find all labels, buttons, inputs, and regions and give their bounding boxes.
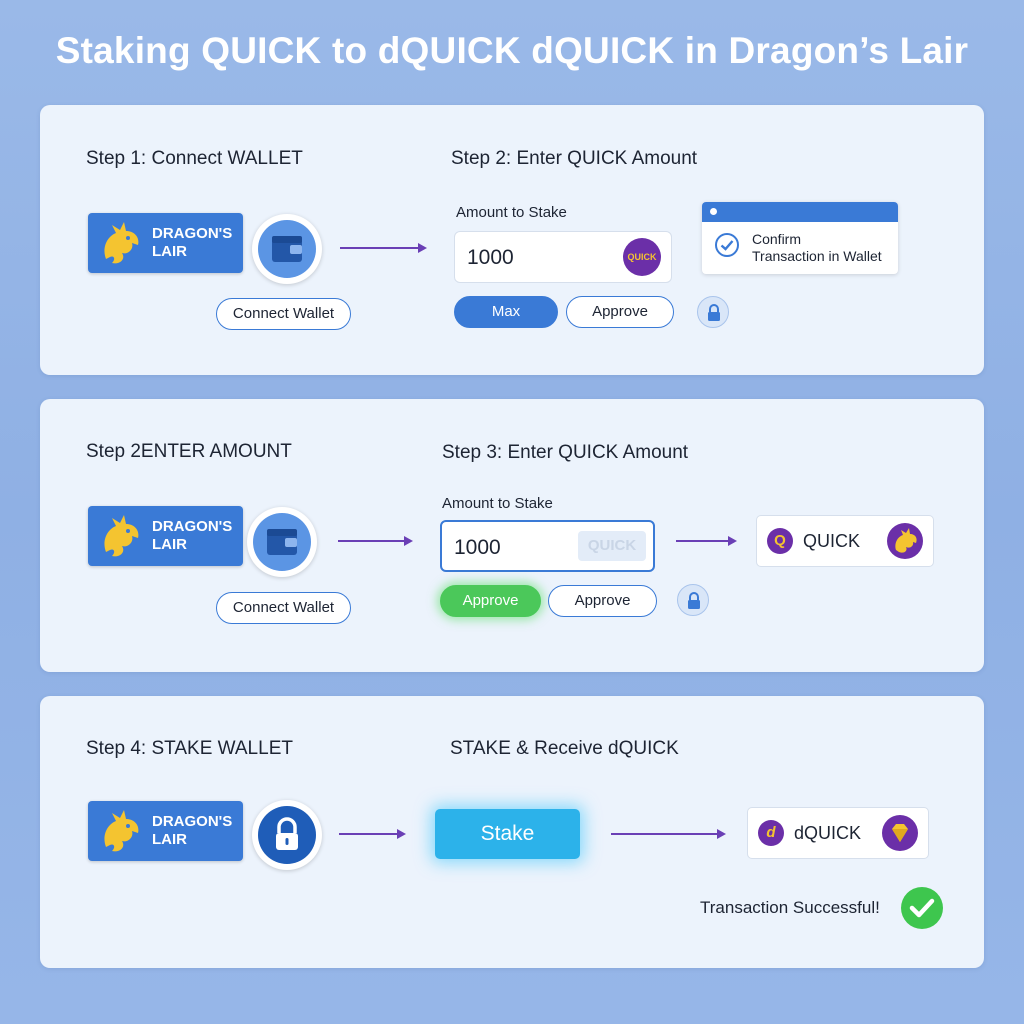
- wallet-button[interactable]: [247, 507, 317, 577]
- success-check-icon: [901, 887, 943, 929]
- dragon-token-icon: [887, 523, 923, 559]
- dragons-lair-logo: DRAGON'S LAIR: [88, 801, 243, 861]
- quick-token-tag: QUICK: [578, 531, 646, 561]
- step-2-heading: Step 2: Enter QUICK Amount: [451, 148, 698, 169]
- dquick-token-card: d dQUICK: [747, 807, 929, 859]
- token-name: dQUICK: [794, 823, 862, 843]
- amount-label: Amount to Stake: [442, 495, 553, 512]
- lock-status: [697, 296, 729, 328]
- token-name: QUICK: [803, 531, 861, 551]
- dragon-logo-icon: [104, 515, 139, 557]
- confirm-transaction-text: Confirm Transaction in Wallet: [752, 231, 882, 264]
- gem-token-icon: [882, 815, 918, 851]
- quick-token-card: Q QUICK: [756, 515, 934, 567]
- step-panel-1: Step 1: Connect WALLET Step 2: Enter QUI…: [40, 105, 984, 375]
- wallet-icon: [272, 236, 302, 262]
- approve-button[interactable]: Approve: [548, 585, 657, 617]
- wallet-confirm-popup: Confirm Transaction in Wallet: [702, 202, 898, 274]
- check-circle-icon: [715, 233, 739, 257]
- transaction-success-text: Transaction Successful!: [700, 898, 880, 917]
- page-title: Staking QUICK to dQUICK dQUICK in Dragon…: [55, 30, 969, 71]
- brand-name: DRAGON'S LAIR: [152, 225, 233, 260]
- approve-button[interactable]: Approve: [566, 296, 674, 328]
- lock-wallet-button[interactable]: [252, 800, 322, 870]
- stake-button[interactable]: Stake: [435, 809, 580, 859]
- dquick-token-icon: d: [758, 820, 784, 846]
- brand-name: DRAGON'S LAIR: [152, 813, 233, 848]
- approve-confirmed-button[interactable]: Approve: [440, 585, 541, 617]
- step-3-heading: Step 3: Enter QUICK Amount: [442, 442, 689, 463]
- dragon-logo-icon: [104, 222, 139, 264]
- step-2-amount-heading: Step 2ENTER AMOUNT: [86, 441, 292, 462]
- amount-value: 1000: [454, 536, 501, 559]
- amount-value: 1000: [467, 246, 514, 269]
- amount-input[interactable]: 1000 QUICK: [440, 520, 655, 572]
- step-panel-3: Step 4: STAKE WALLET STAKE & Receive dQU…: [40, 696, 984, 968]
- connect-wallet-button[interactable]: Connect Wallet: [216, 592, 351, 624]
- amount-input[interactable]: 1000 QUICK: [454, 231, 672, 283]
- flow-arrow-3: [676, 536, 737, 546]
- max-button[interactable]: Max: [454, 296, 558, 328]
- amount-label: Amount to Stake: [456, 204, 567, 221]
- connect-wallet-button[interactable]: Connect Wallet: [216, 298, 351, 330]
- brand-name: DRAGON'S LAIR: [152, 518, 233, 553]
- lock-icon: [708, 304, 720, 321]
- stake-receive-heading: STAKE & Receive dQUICK: [450, 738, 679, 759]
- flow-arrow-1: [340, 243, 427, 253]
- dragon-logo-icon: [104, 810, 139, 852]
- lock-status: [677, 584, 709, 616]
- wallet-button[interactable]: [252, 214, 322, 284]
- dragons-lair-logo: DRAGON'S LAIR: [88, 213, 243, 273]
- quick-token-icon: Q: [767, 528, 793, 554]
- wallet-icon: [267, 529, 297, 555]
- step-panel-2: Step 2ENTER AMOUNT Step 3: Enter QUICK A…: [40, 399, 984, 672]
- step-1-heading: Step 1: Connect WALLET: [86, 148, 303, 169]
- quick-token-icon: QUICK: [623, 238, 661, 276]
- flow-arrow-5: [611, 829, 726, 839]
- padlock-icon: [276, 817, 298, 850]
- flow-arrow-2: [338, 536, 413, 546]
- flow-arrow-4: [339, 829, 406, 839]
- dragons-lair-logo: DRAGON'S LAIR: [88, 506, 243, 566]
- lock-icon: [688, 592, 700, 609]
- step-4-heading: Step 4: STAKE WALLET: [86, 738, 293, 759]
